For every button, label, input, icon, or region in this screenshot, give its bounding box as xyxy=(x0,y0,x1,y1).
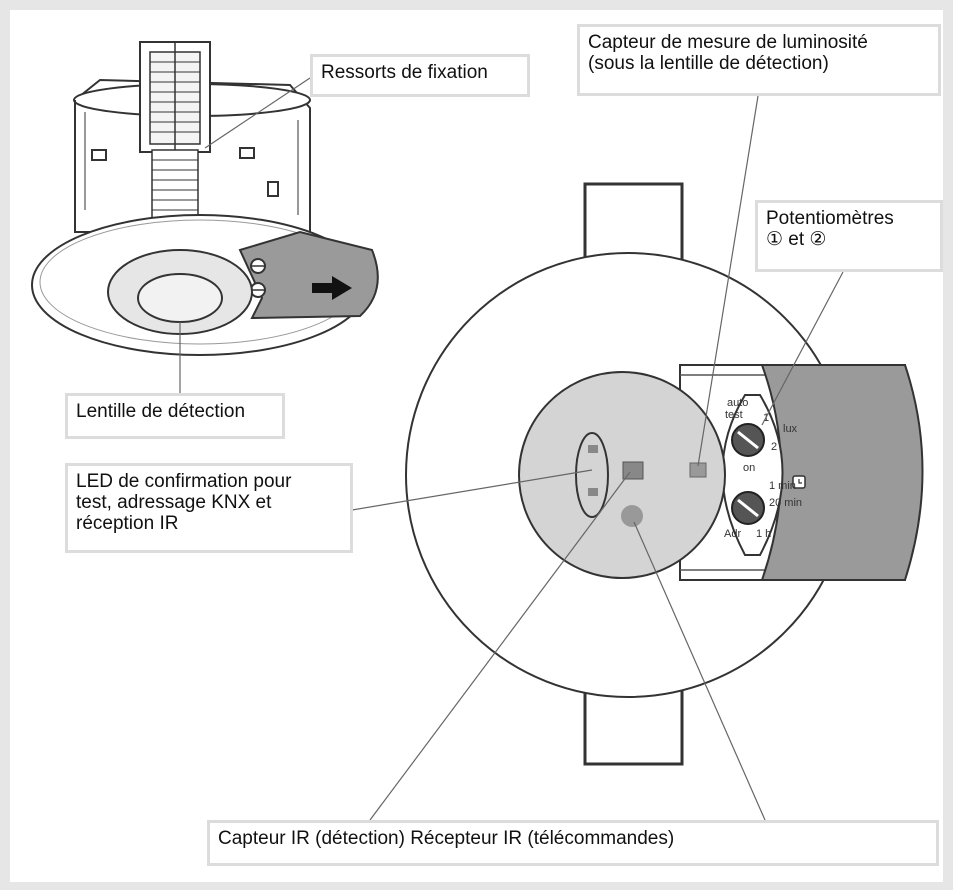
label-potentiometers: Potentiomètres ① et ② xyxy=(755,200,943,272)
dial-label-adr: Adr xyxy=(724,528,741,540)
perspective-device xyxy=(31,41,379,356)
sliding-cover xyxy=(238,230,379,320)
dial-label-on: on xyxy=(743,462,755,474)
dial-label-lux: lux xyxy=(783,423,798,435)
label-confirmation-led: LED de confirmation pour test, adressage… xyxy=(65,463,353,553)
slide-arrow-icon xyxy=(312,276,352,300)
led-icon xyxy=(588,445,598,453)
top-sliding-cover xyxy=(760,364,924,581)
led-window xyxy=(575,432,609,518)
dial-label-2: 2 xyxy=(771,441,777,453)
leader-lines xyxy=(179,77,844,821)
label-ir-sensor-receiver: Capteur IR (détection) Récepteur IR (tél… xyxy=(207,820,939,866)
ir-receiver xyxy=(621,505,643,527)
fixing-spring xyxy=(139,41,211,231)
dial-label-1h: 1 h xyxy=(756,528,771,540)
dial-label-test: test xyxy=(725,409,743,421)
top-lens xyxy=(518,371,726,579)
detection-lens xyxy=(137,273,223,323)
label-detection-lens: Lentille de détection xyxy=(65,393,285,439)
dial-label-1min: 1 min xyxy=(769,480,796,492)
top-view-device: auto test 1 2 lux on 1 min 20 min Adr 1 … xyxy=(405,182,924,766)
led-icon-2 xyxy=(588,488,598,496)
dial-label-20min: 20 min xyxy=(769,497,802,509)
label-fixing-springs: Ressorts de fixation xyxy=(310,54,530,97)
label-brightness-sensor: Capteur de mesure de luminosité (sous la… xyxy=(577,24,941,96)
dial-label-auto: auto xyxy=(727,397,748,409)
